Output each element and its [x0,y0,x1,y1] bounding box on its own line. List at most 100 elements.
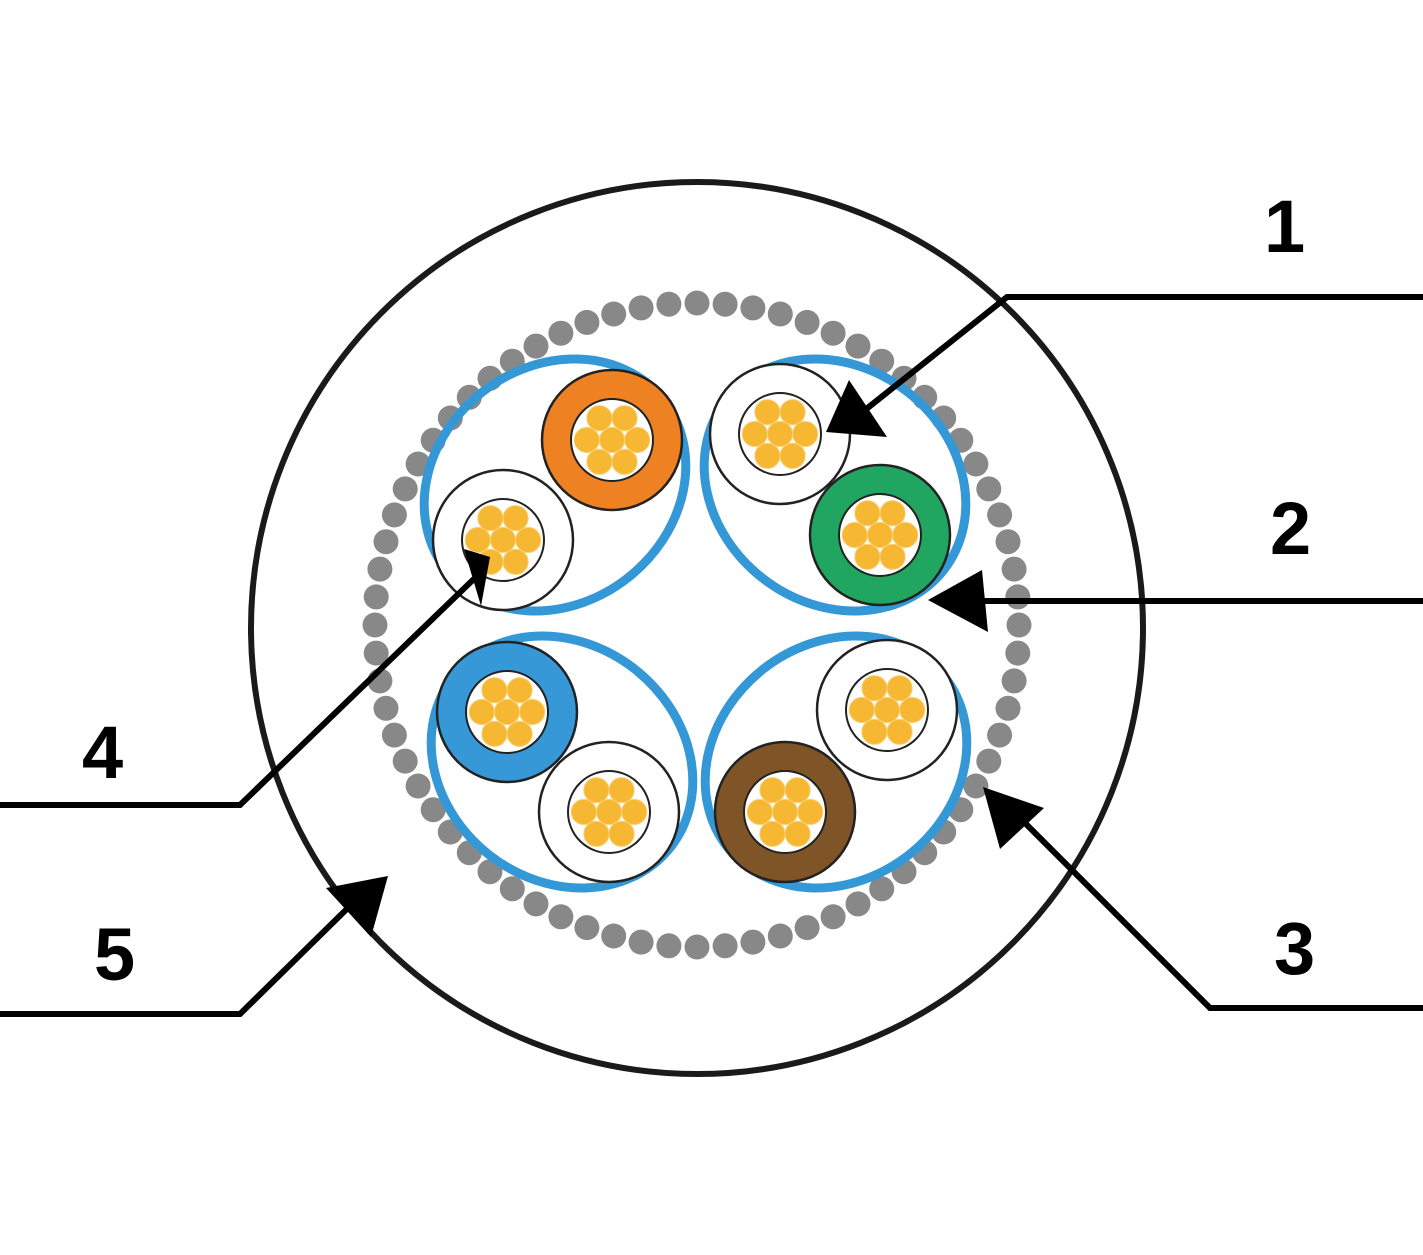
braid-strand [362,612,388,638]
braid-strand [869,348,895,374]
blue-pair-colored-conductor [435,640,579,784]
copper-strand [861,675,888,702]
braid-strand [367,556,393,582]
copper-strand [779,399,806,426]
copper-strand [608,777,635,804]
copper-strand [611,448,638,475]
braid-strand [523,891,549,917]
braid-strand [712,933,738,959]
braid-strand [381,722,407,748]
copper-strand [506,677,533,704]
leader-line-3 [1017,815,1423,1011]
braid-strand [1005,584,1031,610]
copper-strand [502,505,529,532]
green-pair-colored-conductor [808,463,952,607]
braid-strand [574,915,600,941]
copper-strand [841,521,868,549]
braid-strand [574,309,600,335]
copper-strand [519,698,546,726]
braid-strand [976,476,1002,502]
copper-strand [771,798,799,826]
copper-strand [873,696,901,724]
copper-strand [481,677,508,704]
arrowhead-1 [826,380,887,437]
braid-strand [740,295,766,321]
leader-lines [0,294,1423,1017]
copper-strand [621,798,648,826]
braid-strand [523,333,549,359]
arrowhead-4 [464,549,490,606]
copper-strand [515,526,542,554]
copper-strand [779,442,806,469]
copper-strand [784,777,811,804]
copper-strand [759,777,786,804]
braid-strand [820,320,846,346]
braid-strand [420,797,446,823]
callout-label-5: 5 [94,913,136,996]
braid-strand [405,773,431,799]
braid-strand [628,295,654,321]
copper-strand [608,820,635,847]
braid-strand [869,876,895,902]
braid-strand [499,876,525,902]
braid-strand [712,291,738,317]
brown-pair-white-conductor [815,638,959,782]
green-pair-white-conductor [708,362,852,506]
leader-line-4 [0,572,481,808]
copper-strand [754,399,781,426]
braid-strand [995,529,1021,555]
braid-strand [392,476,418,502]
conductors [431,362,959,884]
orange-pair-colored-conductor [540,368,684,512]
copper-strand [506,720,533,747]
braid-strand [767,923,793,949]
braid-strand [601,301,627,327]
braid-strand [987,502,1013,528]
braid-strand [1005,640,1031,666]
brown-pair-colored-conductor [713,740,857,884]
copper-strand [570,798,597,826]
braid-strand [740,929,766,955]
copper-strand [741,420,768,448]
braid-strand [601,923,627,949]
braid-strand [656,933,682,959]
copper-strand [861,718,888,745]
copper-strand [493,698,521,726]
copper-strand [468,698,495,726]
braid-strand [794,309,820,335]
copper-strand [481,720,508,747]
callout-label-4: 4 [82,711,124,794]
copper-strand [759,820,786,847]
copper-strand [784,820,811,847]
copper-strand [854,543,881,570]
copper-strand [583,820,610,847]
copper-strand [746,798,773,826]
copper-strand [502,548,529,575]
copper-strand [792,420,819,448]
copper-strand [754,442,781,469]
copper-strand [766,420,794,448]
braid-strand [656,291,682,317]
callout-label-2: 2 [1270,487,1312,570]
copper-strand [879,543,906,570]
braid-strand [548,320,574,346]
braid-strand [767,301,793,327]
copper-strand [477,505,504,532]
braid-strand [976,748,1002,774]
braid-strand [684,290,710,316]
orange-pair-white-conductor [431,468,575,612]
braid-strand [794,915,820,941]
copper-strand [879,500,906,527]
leader-line-5 [0,895,361,1017]
braid-strand [820,904,846,930]
copper-strand [583,777,610,804]
braid-strand [987,722,1013,748]
leader-line-1 [853,294,1423,421]
copper-strand [854,500,881,527]
braid-strand [363,640,389,666]
braid-strand [373,695,399,721]
braid-strand [363,584,389,610]
copper-strand [598,426,626,454]
copper-strand [886,675,913,702]
